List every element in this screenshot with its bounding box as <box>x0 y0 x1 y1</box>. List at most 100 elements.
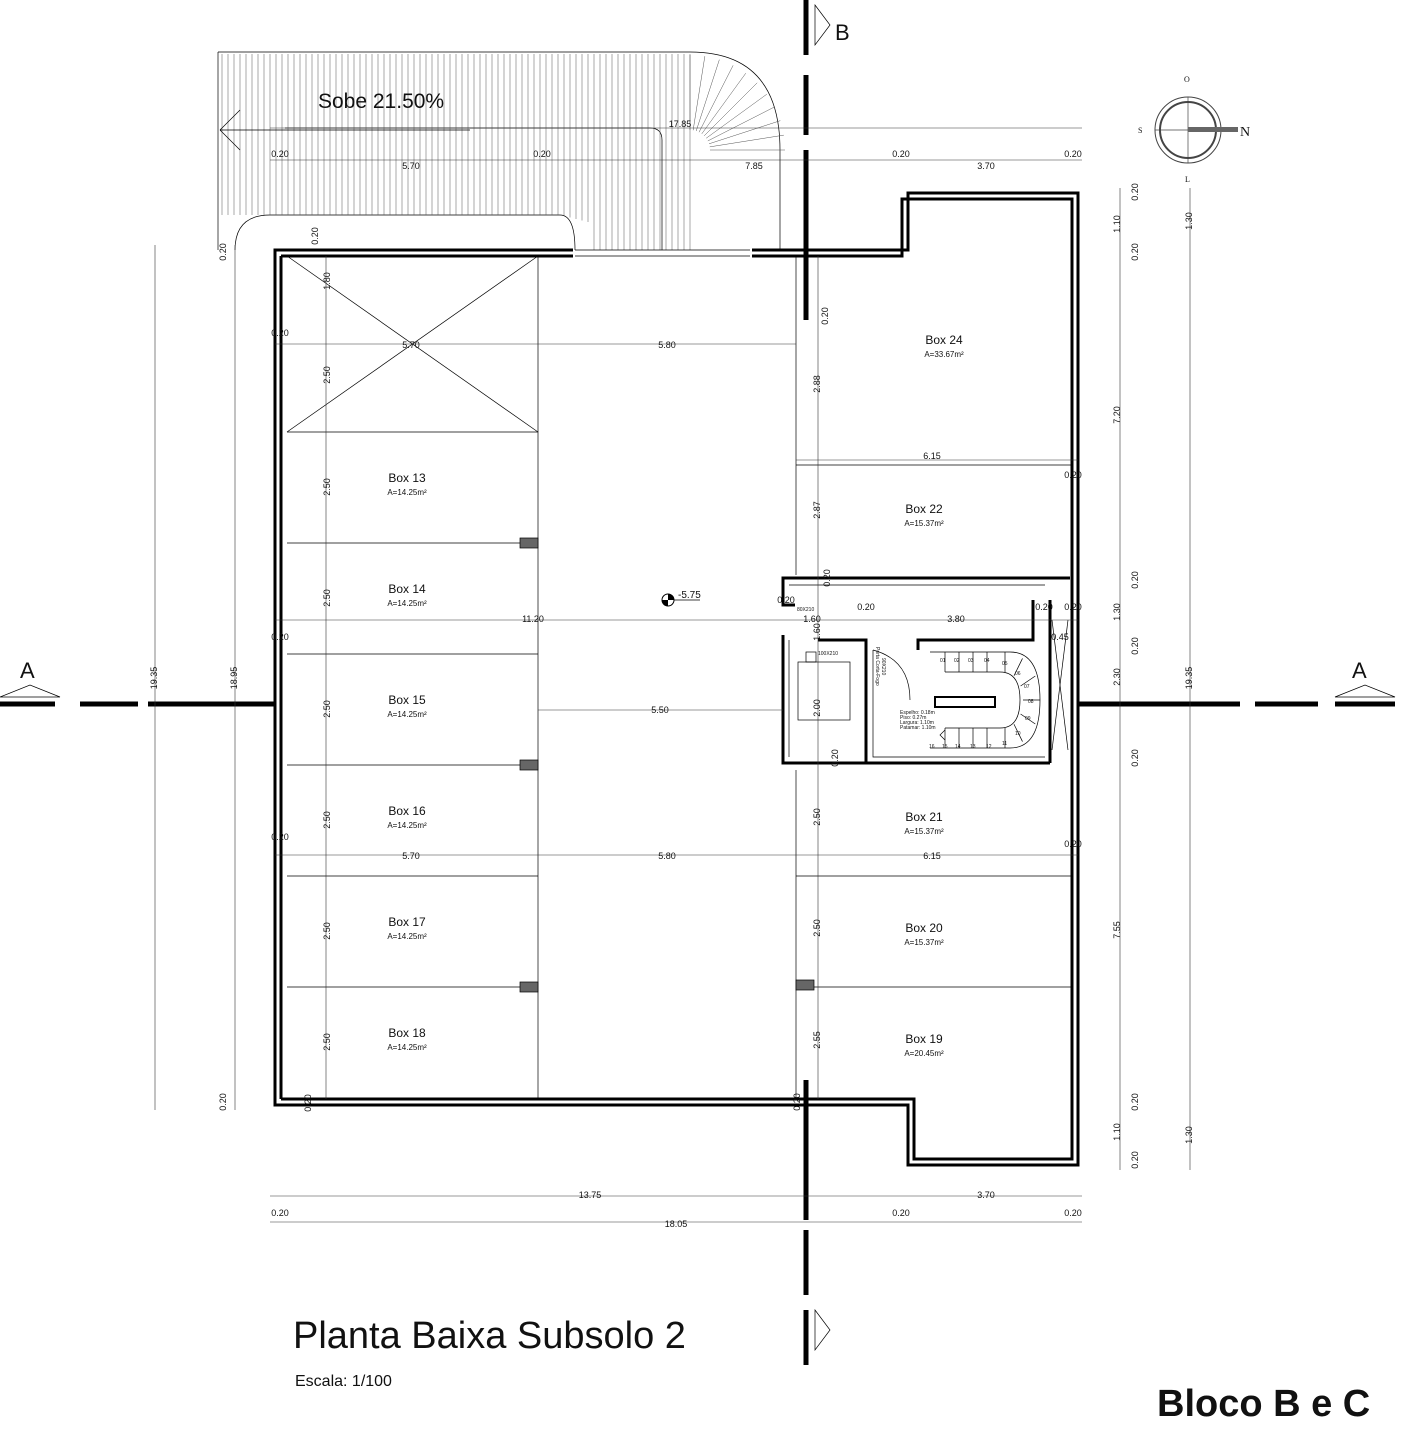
ramp-curve-line <box>701 72 747 134</box>
dim-col-7: 2.50 <box>322 922 332 940</box>
dim-col-bot: 0.20 <box>303 1094 313 1112</box>
ramp-curve-line <box>698 65 734 133</box>
box-20-name: Box 20 <box>905 921 943 935</box>
ramp-curve-line <box>703 82 758 137</box>
box-19-name: Box 19 <box>905 1032 943 1046</box>
compass-s: S <box>1138 126 1142 135</box>
box-20-area: A=15.37m² <box>904 938 944 947</box>
section-line-a: A A <box>0 658 1396 707</box>
dim-col-5: 2.50 <box>322 700 332 718</box>
dim-left-inner: 18.95 <box>229 667 239 690</box>
drawing-scale: Escala: 1/100 <box>295 1373 392 1390</box>
stair-step-06: 06 <box>1015 671 1021 677</box>
box-13-area: A=14.25m² <box>387 488 427 497</box>
dim-top-c: 0.20 <box>533 149 551 159</box>
block-label: Bloco B e C <box>1157 1383 1370 1425</box>
stair-note-4: Patamar: 1.10m <box>900 725 936 731</box>
dim-rc-10: 2.55 <box>812 1031 822 1049</box>
dim-r-4: 1.30 <box>1184 212 1194 230</box>
box-17-name: Box 17 <box>388 915 426 929</box>
dim-rc-8: 2.50 <box>812 808 822 826</box>
dim-mid-a: 0.20 <box>271 632 289 642</box>
dim-r-13: 0.20 <box>1130 1093 1140 1111</box>
dim-rc-2: 2.88 <box>812 375 822 393</box>
dim-r-6: 0.20 <box>1130 571 1140 589</box>
dim-top-e: 0.20 <box>892 149 910 159</box>
level-mark-label: -5.75 <box>678 590 701 601</box>
dim-rc-7: 0.20 <box>830 749 840 767</box>
dim-r-8: 0.20 <box>1130 637 1140 655</box>
compass-o: O <box>1184 75 1190 84</box>
door-tag-4: 90X210 <box>880 658 886 675</box>
dim-r2-a: 6.15 <box>923 451 941 461</box>
dim-top-a: 0.20 <box>271 149 289 159</box>
stair-step-02: 02 <box>954 658 960 664</box>
stair-step-10: 10 <box>1015 731 1021 737</box>
dim-mid-e: 0.20 <box>857 602 875 612</box>
section-line-b: B <box>803 0 850 1365</box>
dim-mid-d: 1.60 <box>803 614 821 624</box>
stair-note-1: Espelho: 0.18m <box>900 710 935 716</box>
stair-step-16: 16 <box>929 744 935 750</box>
stair-step-05: 05 <box>1002 661 1008 667</box>
dim-r-2: 1.10 <box>1112 215 1122 233</box>
stair-tread <box>1020 675 1036 687</box>
stair-step-04: 04 <box>984 658 990 664</box>
ramp-label: Sobe 21.50% <box>318 90 444 113</box>
dim-top-b: 5.70 <box>402 161 420 171</box>
dim-mid-c: 0.20 <box>777 595 795 605</box>
box-15-name: Box 15 <box>388 693 426 707</box>
compass-l: L <box>1185 175 1190 184</box>
dim-r-7: 1.30 <box>1112 603 1122 621</box>
dimension-lines <box>154 127 1191 1223</box>
box-14-name: Box 14 <box>388 582 426 596</box>
dim-rc-9: 2.50 <box>812 919 822 937</box>
dim-bot-c: 0.20 <box>271 1208 289 1218</box>
dim-mid-h: 0.20 <box>1064 602 1082 612</box>
parking-boxes: Box 13 A=14.25m² Box 14 A=14.25m² Box 15… <box>387 333 964 1058</box>
dim-mid-g: 0.20 <box>1035 602 1053 612</box>
box-22-area: A=15.37m² <box>904 519 944 528</box>
section-a-right-label: A <box>1352 658 1367 683</box>
ramp-curve-line <box>709 134 784 148</box>
stair-step-03: 03 <box>968 658 974 664</box>
stair-note-3: Largura: 1.10m <box>900 720 934 726</box>
stair-tread <box>1013 658 1023 676</box>
ramp-curve-line <box>707 106 775 142</box>
box-15-area: A=14.25m² <box>387 710 427 719</box>
stair-step-13: 13 <box>970 744 976 750</box>
dim-rc-11: 0.20 <box>792 1093 802 1111</box>
dim-r-15: 1.30 <box>1184 1126 1194 1144</box>
box-16-name: Box 16 <box>388 804 426 818</box>
door-tag-2: 100X210 <box>818 651 838 657</box>
dim-rc-1: 0.20 <box>820 307 830 325</box>
dim-rc-6: 2.00 <box>812 699 822 717</box>
parking-lines <box>286 255 1072 1099</box>
dim-col-3: 2.50 <box>322 478 332 496</box>
dim-r3-d: 6.15 <box>923 851 941 861</box>
dim-r-5: 7.20 <box>1112 406 1122 424</box>
dim-r-3: 0.20 <box>1130 243 1140 261</box>
dim-top-total: 17.85 <box>669 119 692 129</box>
dim-mid-f: 3.80 <box>947 614 965 624</box>
box-24-area: A=33.67m² <box>924 350 964 359</box>
dim-mid-j: 5.50 <box>651 705 669 715</box>
dim-r1-b: 5.70 <box>402 340 420 350</box>
box-16-area: A=14.25m² <box>387 821 427 830</box>
dim-col-1: 1.80 <box>322 272 332 290</box>
dim-col-4: 2.50 <box>322 589 332 607</box>
door-tag-1: 80X210 <box>797 607 814 613</box>
drawing-title: Planta Baixa Subsolo 2 <box>293 1315 686 1357</box>
stair-step-01: 01 <box>940 658 946 664</box>
dim-col-2: 2.50 <box>322 366 332 384</box>
dim-r-1: 0.20 <box>1130 183 1140 201</box>
dim-bot-a: 13.75 <box>579 1190 602 1200</box>
stair-tread <box>1020 713 1036 725</box>
dim-r-14: 1.10 <box>1112 1123 1122 1141</box>
dim-top-f: 3.70 <box>977 161 995 171</box>
dim-r3-a: 0.20 <box>271 832 289 842</box>
stair-step-08: 08 <box>1028 699 1034 705</box>
dimension-texts: 17.85 0.20 5.70 0.20 7.85 0.20 3.70 0.20… <box>149 119 1194 1229</box>
dim-r3-b: 5.70 <box>402 851 420 861</box>
